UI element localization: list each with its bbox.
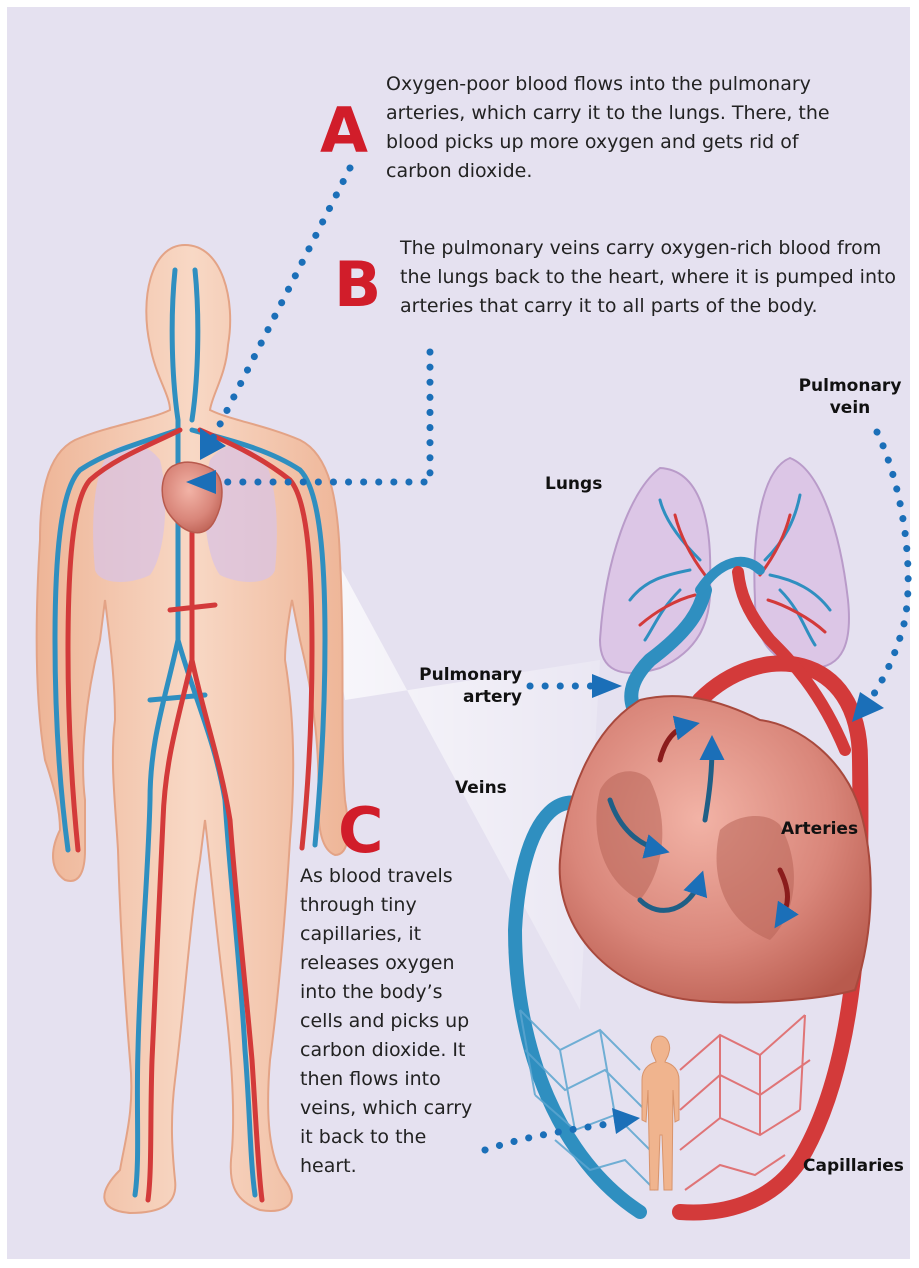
- label-pulmonary-vein: Pulmonary vein: [786, 375, 914, 419]
- small-human-figure: [642, 1036, 679, 1190]
- label-capillaries: Capillaries: [803, 1155, 904, 1177]
- label-pulmonary-artery: Pulmonary artery: [394, 664, 522, 708]
- label-pulmonary-vein-line1: Pulmonary: [786, 375, 914, 397]
- label-veins: Veins: [455, 777, 507, 799]
- pointer-a: [212, 168, 350, 440]
- label-pulmonary-vein-line2: vein: [786, 397, 914, 419]
- pointer-capillaries: [485, 1122, 620, 1150]
- pointer-pulmonary-vein: [870, 432, 908, 700]
- step-c-description: As blood travels through tiny capillarie…: [300, 862, 480, 1181]
- label-pulmonary-artery-line1: Pulmonary: [394, 664, 522, 686]
- label-arteries: Arteries: [781, 818, 858, 840]
- step-a-description: Oxygen-poor blood flows into the pulmona…: [386, 70, 856, 186]
- step-b-letter: B: [334, 254, 381, 316]
- heart-illustration: [560, 696, 871, 1002]
- step-c-letter: C: [338, 800, 384, 862]
- arrowhead-pulmonary-artery: [592, 674, 622, 698]
- label-lungs: Lungs: [545, 473, 602, 495]
- arrowhead-capillaries: [612, 1108, 640, 1134]
- step-b-description: The pulmonary veins carry oxygen-rich bl…: [400, 234, 905, 321]
- lung-left: [600, 468, 710, 673]
- body-lung-left: [93, 444, 165, 582]
- label-pulmonary-artery-line2: artery: [394, 686, 522, 708]
- step-a-letter: A: [320, 100, 368, 162]
- arrowhead-pulmonary-vein: [852, 692, 884, 722]
